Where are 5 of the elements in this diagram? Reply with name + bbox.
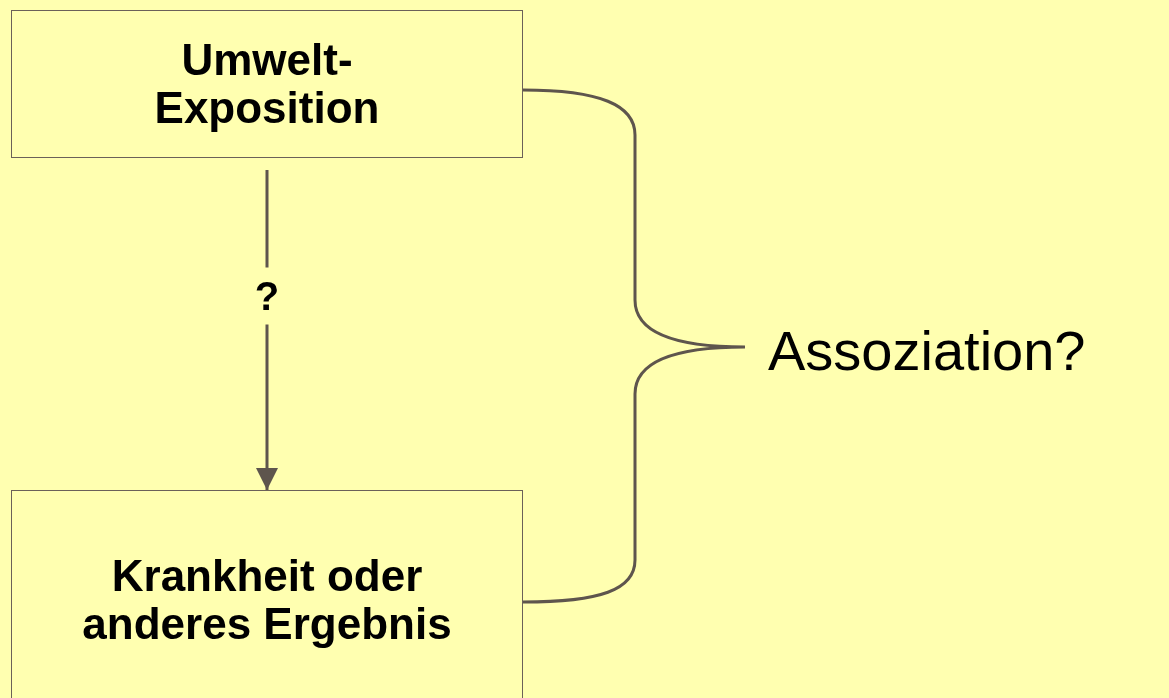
process-box bbox=[11, 490, 523, 698]
box-label: Umwelt- Exposition bbox=[153, 35, 381, 133]
box-label: Krankheit oder anderes Ergebnis bbox=[81, 551, 453, 649]
process-box bbox=[11, 10, 523, 158]
annotation-text: Assoziation? bbox=[768, 318, 1086, 383]
